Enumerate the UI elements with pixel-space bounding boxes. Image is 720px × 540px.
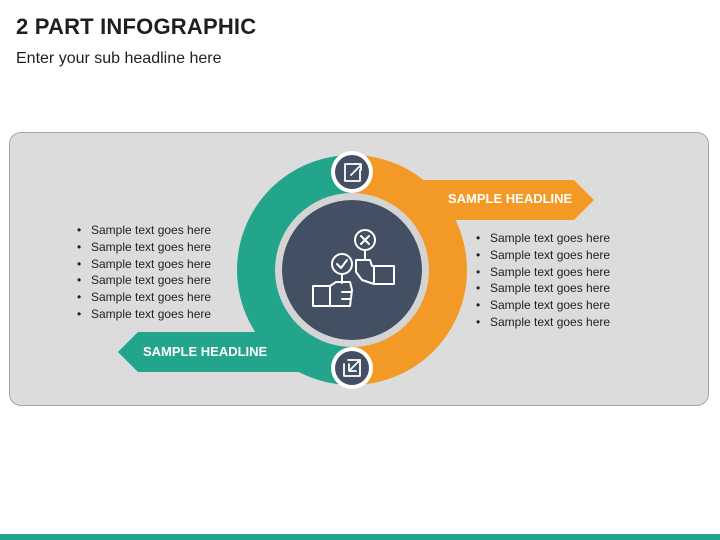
bullet-item: Sample text goes here: [77, 239, 211, 256]
bullet-item: Sample text goes here: [476, 264, 610, 281]
import-arrow-icon: [343, 359, 361, 377]
bullet-item: Sample text goes here: [77, 222, 211, 239]
bullet-item: Sample text goes here: [77, 289, 211, 306]
bullet-item: Sample text goes here: [476, 247, 610, 264]
bullet-item: Sample text goes here: [77, 306, 211, 323]
page-title: 2 PART INFOGRAPHIC: [16, 14, 257, 39]
hands-vote-yes-no-icon: [312, 229, 395, 307]
center-circle: [282, 200, 422, 340]
bullet-item: Sample text goes here: [77, 272, 211, 289]
part-2-bullet-list: Sample text goes here Sample text goes h…: [77, 222, 211, 323]
part-1-bullet-list: Sample text goes here Sample text goes h…: [476, 230, 610, 331]
external-link-icon: [344, 163, 362, 182]
top-icon-circle: [335, 155, 369, 189]
bullet-item: Sample text goes here: [476, 314, 610, 331]
bullet-item: Sample text goes here: [77, 256, 211, 273]
green-ring-half: [237, 155, 352, 385]
bullet-item: Sample text goes here: [476, 230, 610, 247]
part-1-headline: SAMPLE HEADLINE: [448, 191, 573, 206]
orange-ring-half: [352, 155, 467, 385]
footer-accent-bar: [0, 534, 720, 540]
bullet-item: Sample text goes here: [476, 297, 610, 314]
bullet-item: Sample text goes here: [476, 280, 610, 297]
page-subtitle: Enter your sub headline here: [16, 50, 222, 67]
green-arrow-banner: [118, 332, 302, 372]
part-2-headline: SAMPLE HEADLINE: [143, 344, 268, 359]
